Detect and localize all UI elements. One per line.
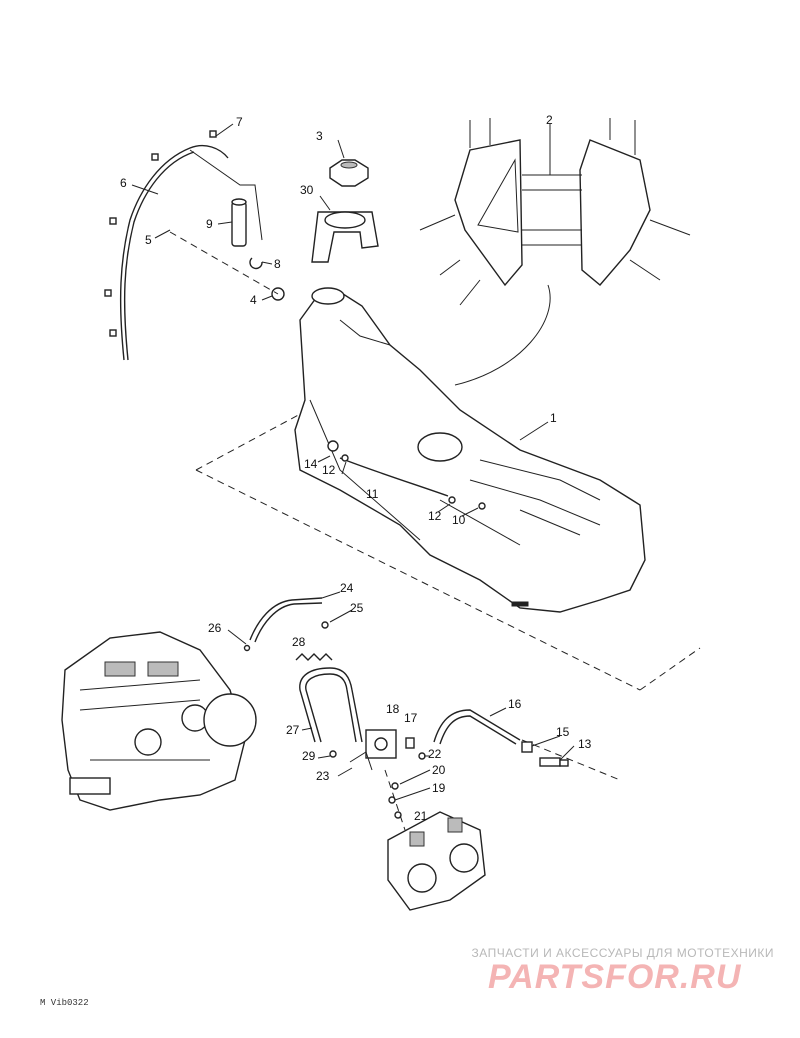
callout-3: 3	[316, 129, 323, 143]
callout-26: 26	[208, 621, 222, 635]
carburetor-assembly	[387, 811, 486, 911]
watermark-brand-logo: PARTSFOR.RU	[488, 958, 742, 996]
hose-part-16	[433, 709, 621, 781]
callout-24: 24	[340, 581, 354, 595]
engine-block	[61, 631, 257, 811]
hose-part-27	[299, 667, 363, 758]
fasteners-parts-19-22	[384, 752, 426, 831]
callout-10: 10	[452, 513, 466, 527]
callout-2: 2	[546, 113, 553, 127]
callout-25: 25	[350, 601, 364, 615]
hose-part-24	[243, 597, 329, 652]
watermark-tagline: ЗАПЧАСТИ И АКСЕССУАРЫ ДЛЯ МОТОТЕХНИКИ	[471, 946, 774, 960]
seat-rails-part-2	[419, 118, 691, 386]
callout-23: 23	[316, 769, 330, 783]
callout-11: 11	[366, 487, 379, 501]
callout-12-lower: 12	[428, 509, 442, 523]
callout-22: 22	[428, 747, 442, 761]
spring-part-28	[295, 653, 333, 661]
tank-hose-part-11	[327, 440, 486, 510]
vent-line-part-6	[104, 130, 263, 361]
leader-lines	[131, 123, 575, 801]
clamp-part-8	[249, 257, 263, 270]
grommet-part-4	[169, 231, 285, 301]
callout-19: 19	[432, 781, 446, 795]
callout-21: 21	[414, 809, 428, 823]
fuel-tank-part-1	[294, 287, 646, 613]
callout-16: 16	[508, 697, 522, 711]
callout-4: 4	[250, 293, 257, 307]
callout-8: 8	[274, 257, 281, 271]
callout-1: 1	[550, 411, 557, 425]
callout-13: 13	[578, 737, 592, 751]
callout-7: 7	[236, 115, 243, 129]
figure-code: M Vib0322	[40, 998, 89, 1008]
callout-12-upper: 12	[322, 463, 336, 477]
callout-28: 28	[292, 635, 306, 649]
fitting-part-15	[521, 741, 533, 753]
callout-20: 20	[432, 763, 446, 777]
callout-14: 14	[304, 457, 318, 471]
fuel-pump-part-18	[349, 729, 415, 771]
callout-5: 5	[145, 233, 152, 247]
callout-9: 9	[206, 217, 213, 231]
callout-17: 17	[404, 711, 418, 725]
cap-bracket-part-30	[311, 211, 379, 263]
callout-6: 6	[120, 176, 127, 190]
callout-15: 15	[556, 725, 570, 739]
fuel-cap-part-3	[329, 159, 369, 187]
callout-27: 27	[286, 723, 300, 737]
fuel-valve-part-13	[539, 757, 569, 767]
filter-part-9	[231, 198, 247, 247]
callout-30: 30	[300, 183, 314, 197]
callout-18: 18	[386, 702, 400, 716]
callout-29: 29	[302, 749, 316, 763]
callout-labels: 1 2 3 4 5 6 7 8 9 10 11 12 12 13 14 15 1…	[120, 113, 592, 823]
